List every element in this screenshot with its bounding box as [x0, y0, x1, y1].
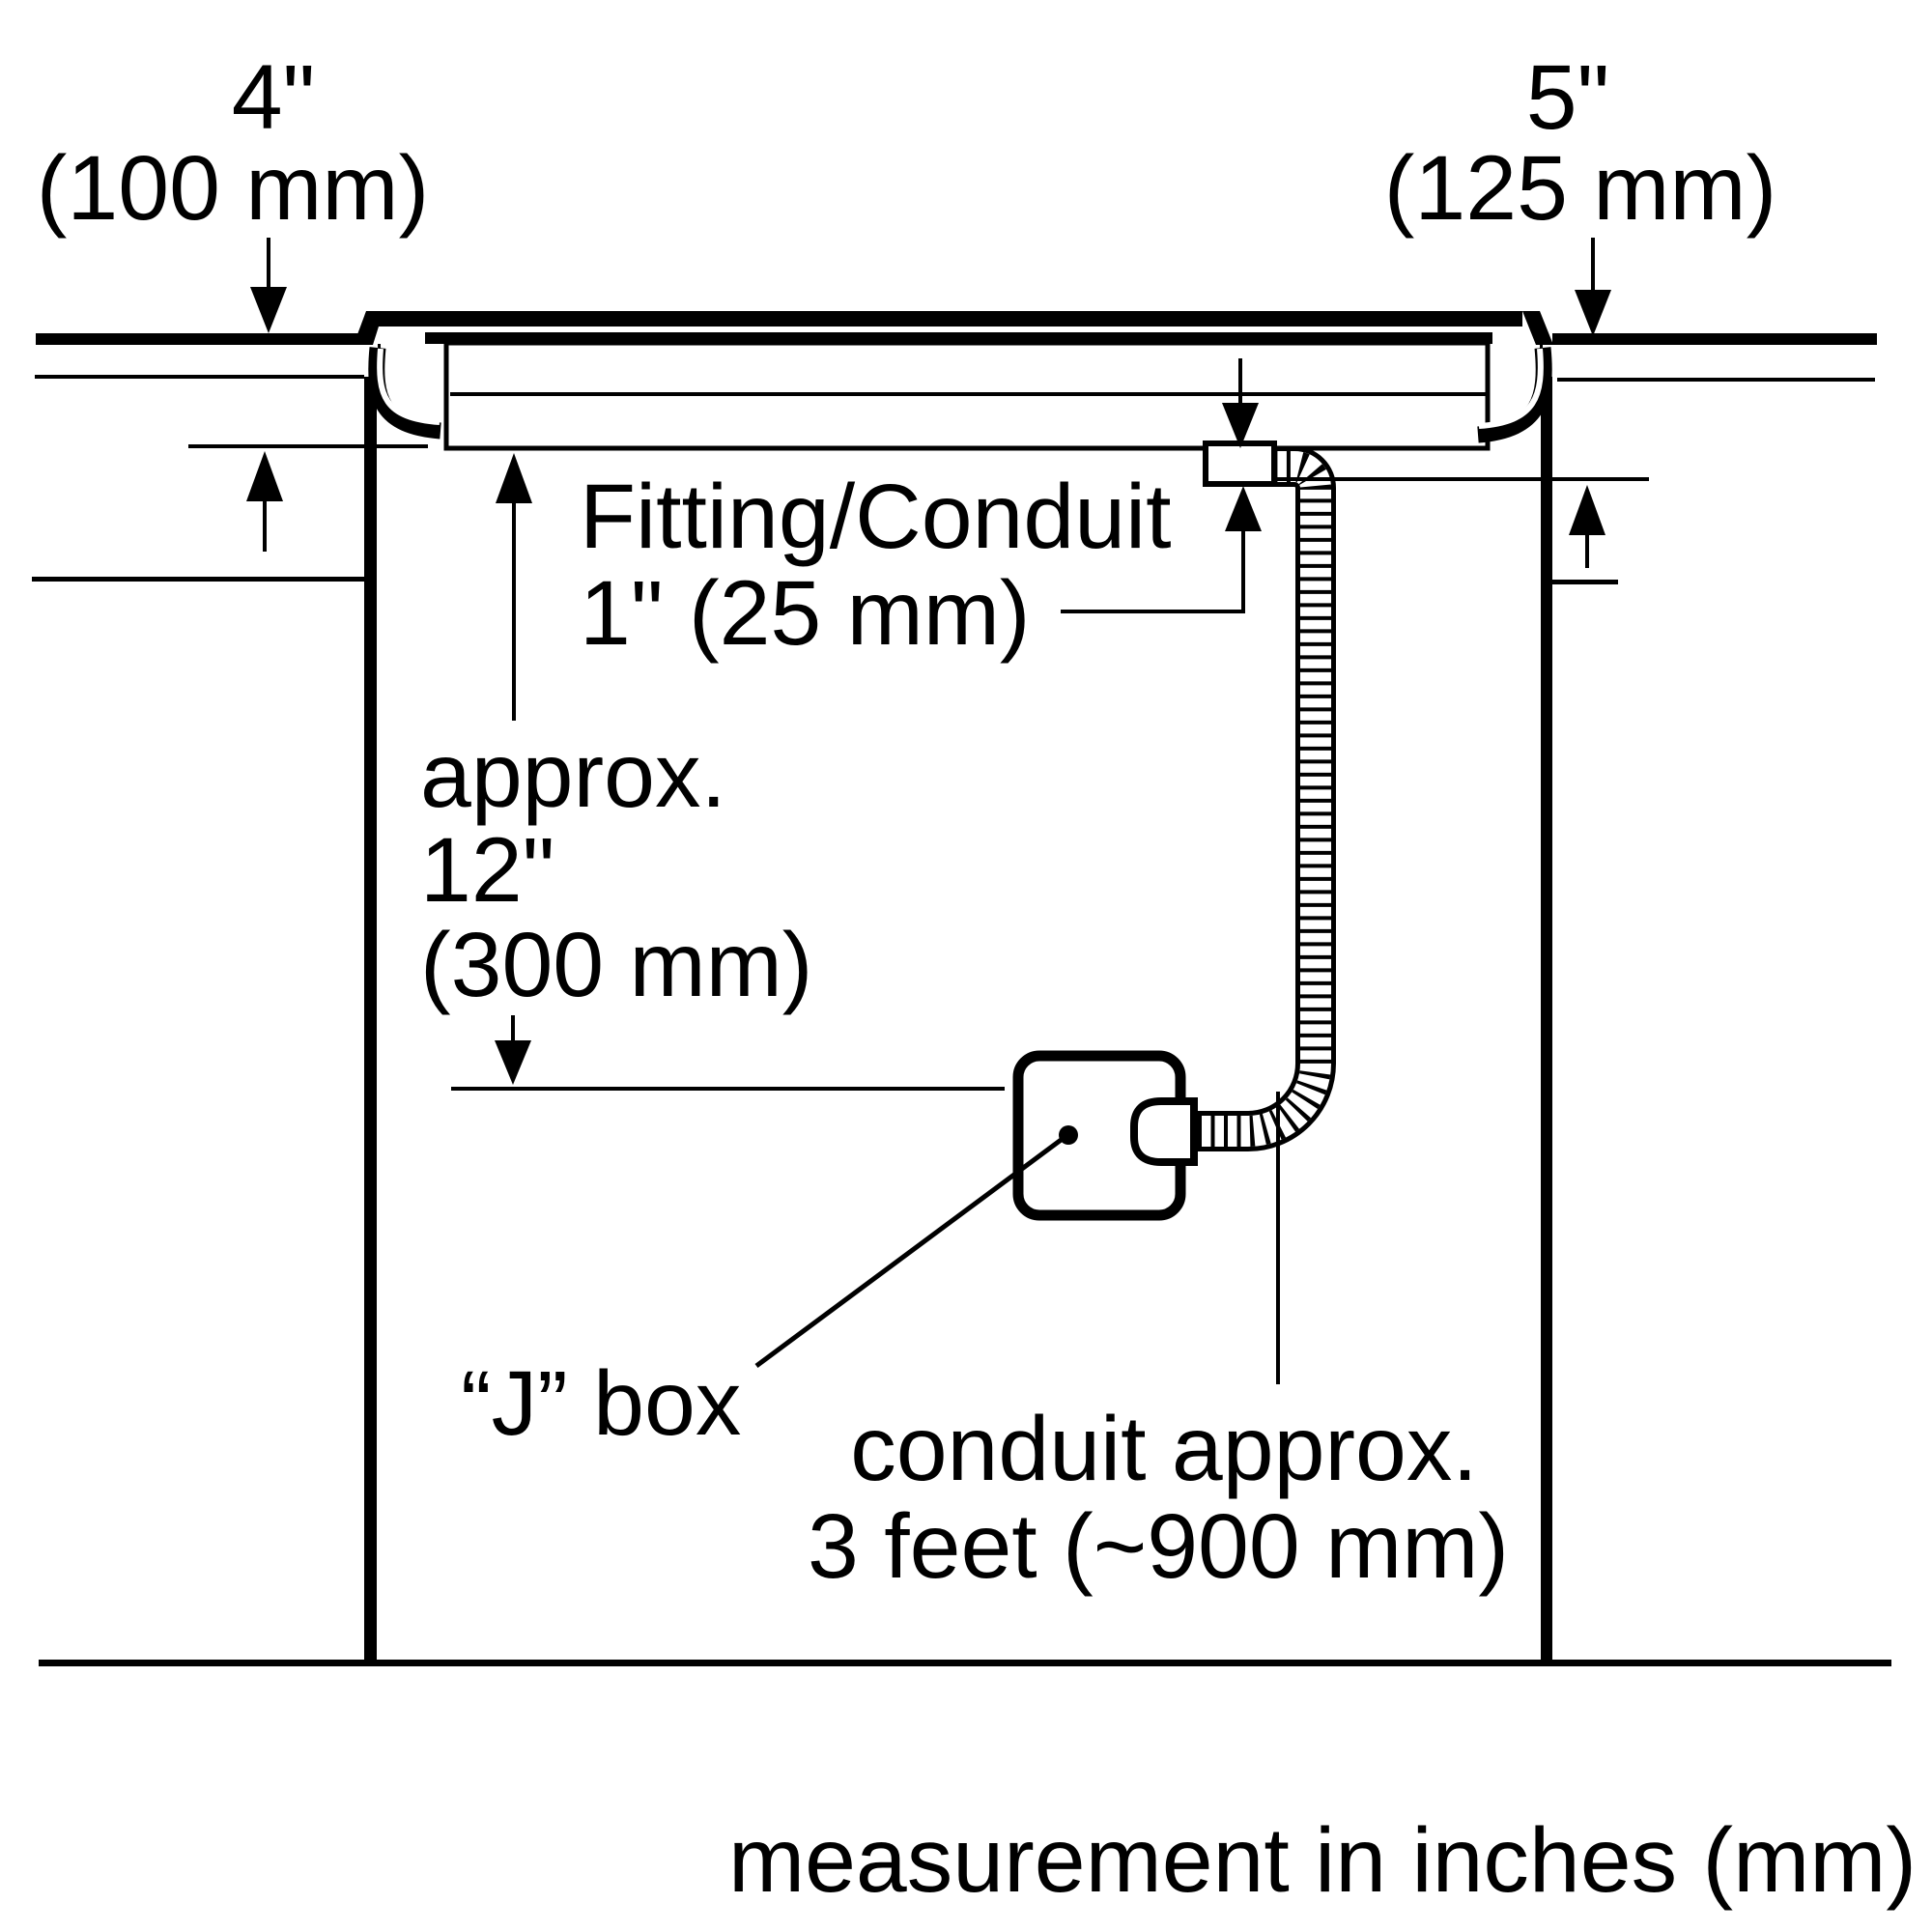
dim-12in-approx: approx. [420, 724, 726, 827]
conduit-outline [1198, 446, 1336, 1151]
cabinet-right-wall [1541, 377, 1552, 1663]
cooktop-housing-inner-line [450, 392, 1486, 396]
countertop-left-top-surface [36, 333, 360, 345]
dim-5in-arrowhead-down [1575, 290, 1611, 336]
dim-5in-arrowhead-up [1569, 485, 1605, 535]
dim-12in-lower-shaft [511, 1015, 515, 1044]
dim-5in-metric: (125 mm) [1384, 137, 1776, 240]
jbox-leader-line [754, 1135, 1065, 1369]
dimension-12in: approx. 12" (300 mm) [420, 453, 1005, 1091]
cooktop [354, 311, 1553, 451]
cooktop-glass-top [368, 311, 1522, 327]
dim-4in-arrowhead-up [246, 451, 283, 501]
dim-12in-value: 12" [420, 819, 554, 922]
countertop-right [1552, 333, 1877, 382]
dim-12in-upper-shaft [512, 501, 516, 721]
dimension-4in: 4" (100 mm) [32, 46, 429, 582]
jbox-level-line [451, 1087, 1005, 1091]
dim-4in-metric: (100 mm) [37, 137, 429, 240]
fitting-label: Fitting/Conduit [580, 466, 1172, 568]
jbox-label: “J” box [461, 1352, 741, 1455]
fitting-arrowhead-up [1225, 486, 1262, 531]
jbox-conduit-connector [1130, 1097, 1198, 1166]
conduit-callout: conduit approx. 3 feet (~900 mm) [808, 1092, 1509, 1598]
fitting-arrowhead-down [1222, 403, 1259, 448]
conduit-fitting [1203, 440, 1277, 487]
right-reference-line [1552, 580, 1618, 584]
conduit-core [1198, 451, 1331, 1147]
cooktop-right-lip [1522, 311, 1553, 345]
mounting-clamp-right-groove [1478, 348, 1544, 429]
cooktop-left-lip [354, 311, 384, 345]
jbox-callout: “J” box [461, 1135, 1065, 1455]
dim-5in-arrow-shaft [1591, 238, 1595, 290]
cabinet-left-wall [364, 377, 377, 1663]
mounting-clamp-left-groove [377, 348, 440, 425]
dim-4in-arrow-shaft [267, 238, 270, 288]
countertop-right-bottom-edge [1557, 378, 1875, 382]
fitting-size-label: 1" (25 mm) [580, 562, 1031, 665]
dim-12in-arrowhead-up [496, 453, 532, 503]
conduit-label-line1: conduit approx. [850, 1398, 1478, 1500]
footer-note: measurement in inches (mm) [728, 1809, 1917, 1912]
cabinet-bottom-line [39, 1660, 1891, 1666]
mounting-clamp-right [1477, 347, 1552, 443]
dim-4in-extension-line [188, 444, 428, 448]
mounting-clamp-left [368, 347, 441, 440]
countertop-left-bottom-edge [35, 375, 364, 379]
conduit-label-line2: 3 feet (~900 mm) [808, 1495, 1509, 1598]
countertop-left [35, 333, 364, 379]
dim-5in-extension-line [1271, 477, 1649, 481]
dimension-fitting: Fitting/Conduit 1" (25 mm) [580, 358, 1262, 665]
left-reference-line [32, 577, 364, 582]
dim-4in-value: 4" [232, 46, 316, 149]
cabinet [39, 377, 1891, 1666]
dimension-5in: 5" (125 mm) [1271, 46, 1776, 584]
dim-5in-lower-shaft [1585, 535, 1589, 568]
countertop-right-top-surface [1552, 333, 1877, 345]
fitting-leader-line [1061, 529, 1245, 613]
dim-4in-lower-shaft [263, 501, 267, 552]
dim-5in-value: 5" [1526, 46, 1610, 149]
dim-4in-arrowhead-down [250, 287, 287, 333]
dim-12in-arrowhead-down [495, 1040, 531, 1085]
dim-12in-metric: (300 mm) [420, 914, 812, 1016]
fitting-upper-arrow-shaft [1238, 358, 1242, 404]
flexible-conduit [1130, 440, 1336, 1166]
